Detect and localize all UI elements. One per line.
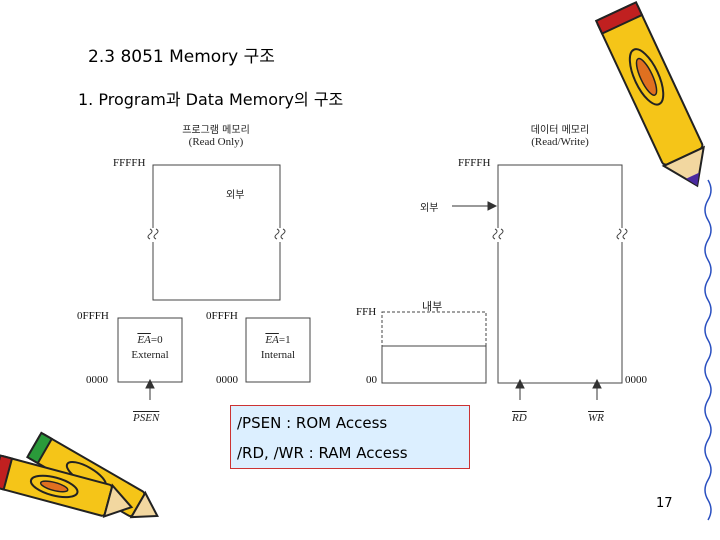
ea1-value: =1: [278, 334, 291, 346]
access-note-box: /PSEN : ROM Access /RD, /WR : RAM Access: [230, 405, 470, 469]
ea0-label: EA=0: [118, 334, 182, 346]
note-line-psen: /PSEN : ROM Access: [237, 414, 388, 432]
internal-ram-lower: [381, 345, 487, 384]
page-number: 17: [656, 496, 673, 511]
internal-ram-label: 내부: [422, 300, 443, 313]
program-ext-top-address: 0FFFH: [77, 310, 109, 322]
program-memory-mode: (Read Only): [188, 136, 244, 148]
ea1-label: EA=1: [246, 334, 310, 346]
program-external-label: 외부: [226, 190, 245, 201]
ea1-desc: Internal: [260, 349, 296, 361]
data-top-address: FFFFH: [458, 157, 491, 169]
internal-ram-top-address: FFH: [356, 306, 377, 318]
rd-signal: RD: [512, 412, 527, 424]
data-external-label: 외부: [420, 203, 439, 214]
program-memory-heading: 프로그램 메모리: [182, 125, 250, 136]
program-ext-bottom-address: 0000: [86, 374, 108, 386]
program-top-address: FFFFH: [113, 157, 146, 169]
slide-subtitle: 1. Program과 Data Memory의 구조: [78, 90, 344, 109]
ea-signal: EA: [137, 334, 151, 346]
ea0-value: =0: [150, 334, 163, 346]
psen-signal: PSEN: [133, 412, 160, 424]
data-memory-mode: (Read/Write): [531, 136, 589, 148]
note-line-rd-wr: /RD, /WR : RAM Access: [237, 444, 408, 462]
internal-ram-upper: [381, 311, 487, 347]
program-int-top-address: 0FFFH: [206, 310, 238, 322]
program-external-box: [152, 164, 281, 301]
internal-ram-bottom-address: 00: [366, 374, 377, 386]
data-memory-heading: 데이터 메모리: [530, 125, 590, 136]
program-int-bottom-address: 0000: [216, 374, 238, 386]
ea0-desc: External: [131, 349, 169, 361]
data-bottom-address: 0000: [625, 374, 647, 386]
slide-border-decoration: [704, 179, 712, 521]
slide-title: 2.3 8051 Memory 구조: [88, 47, 275, 67]
ea-signal: EA: [265, 334, 279, 346]
program-ea1-box: [245, 317, 311, 383]
data-memory-box: [497, 164, 623, 384]
pencil-pair-icon: [0, 431, 159, 519]
wr-signal: WR: [588, 412, 604, 424]
pencil-icon: [594, 0, 705, 188]
